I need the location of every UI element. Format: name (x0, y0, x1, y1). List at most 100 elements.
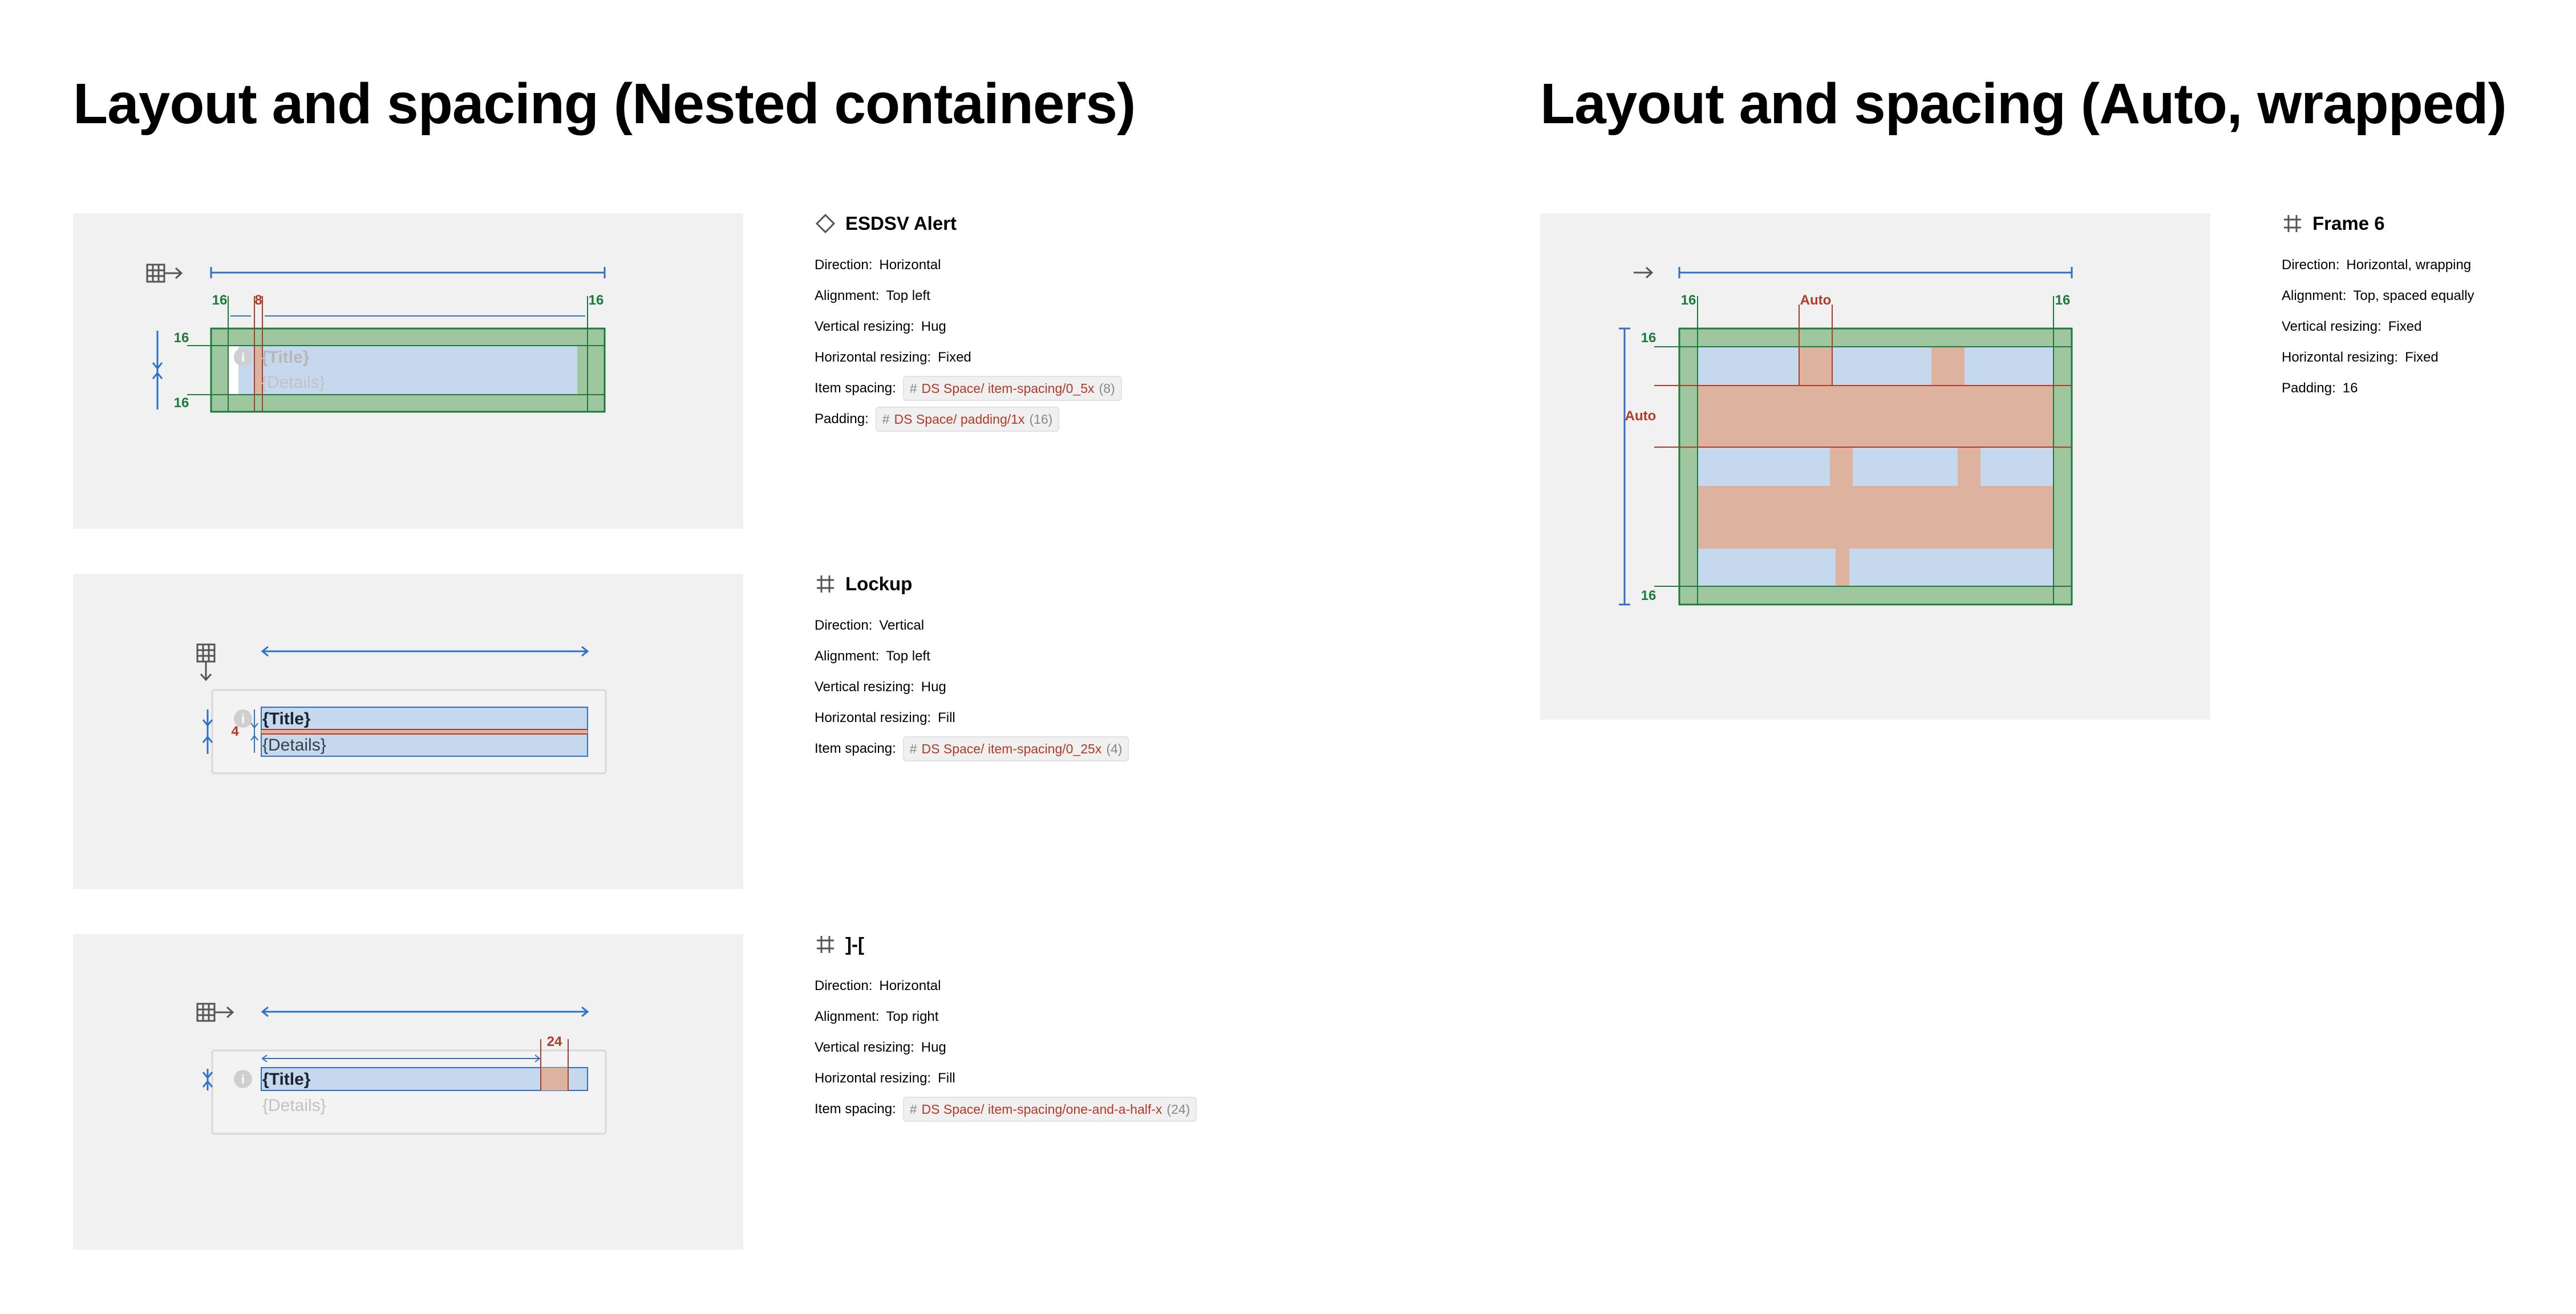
spec-frame-6: Frame 6 Direction:Horizontal, wrapping A… (2282, 211, 2567, 404)
spec-key: Padding: (2282, 380, 2336, 396)
token-name: DS Space/ item-spacing/0_5x (921, 380, 1095, 396)
spec-key: Vertical resizing: (815, 1040, 914, 1055)
spec-row-direction: Direction: Horizontal (815, 971, 1328, 1001)
spec-row-alignment: Alignment:Top, spaced equally (2282, 281, 2567, 311)
info-icon: i (234, 709, 252, 728)
spec-row-direction: Direction:Horizontal (815, 250, 1328, 281)
frame-hash-icon (817, 936, 834, 953)
token-name: DS Space/ item-spacing/0_25x (921, 741, 1102, 756)
spec-value: Fixed (2405, 350, 2439, 365)
vertical-hug-arrow (152, 331, 163, 409)
spacing-guides (1654, 305, 2072, 448)
padding-bottom-label: 16 (1641, 588, 1656, 603)
details-text: {Details} (262, 1096, 326, 1115)
spec-key: Direction: (815, 978, 873, 993)
spec-value: Fill (938, 1070, 955, 1086)
spec-value: Hug (921, 319, 946, 334)
design-token-chip[interactable]: #DS Space/ item-spacing/0_25x(4) (902, 736, 1129, 761)
item-spacing-label: 4 (231, 724, 239, 739)
spec-key: Vertical resizing: (815, 319, 914, 334)
spec-title: Frame 6 (2312, 213, 2385, 234)
lockup-diagram-panel: i {Title} {Details} 4 (73, 574, 743, 889)
spec-key: Horizontal resizing: (2282, 350, 2399, 365)
spec-row-direction: Direction:Horizontal, wrapping (2282, 250, 2567, 281)
design-token-chip[interactable]: #DS Space/ item-spacing/0_5x(8) (902, 376, 1122, 401)
spec-title: Lockup (845, 573, 913, 594)
title-row-area (261, 1067, 588, 1091)
alert-diagram: i {Title} {Details} 16 8 16 16 16 (146, 263, 606, 413)
item-spacing-gap (261, 729, 588, 734)
padding-right-label: 16 (589, 293, 604, 308)
title-text: {Title} (262, 709, 311, 728)
title-text: {Title} (262, 1070, 311, 1089)
hash-icon: # (909, 741, 917, 756)
spacing-guides (254, 296, 263, 412)
horizontal-direction-icon (146, 263, 183, 283)
svg-text:i: i (241, 1072, 245, 1086)
details-text: {Details} (261, 373, 325, 392)
spec-value: Fixed (938, 350, 971, 365)
spec-key: Vertical resizing: (815, 679, 914, 695)
wrapped-diagram-panel: 16 Auto 16 16 Auto 16 (1540, 213, 2210, 720)
spec-value: Top left (886, 648, 930, 664)
spec-key: Item spacing: (815, 741, 896, 756)
vertical-direction-icon (196, 643, 216, 682)
spec-row-alignment: Alignment: Top left (815, 641, 1328, 672)
spec-value: Horizontal (879, 978, 941, 993)
padding-left-label: 16 (212, 293, 228, 308)
spec-bracket: ]-[ Direction:Horizontal Alignment:Top r… (815, 932, 1328, 1125)
design-token-chip[interactable]: #DS Space/ padding/1x(16) (875, 407, 1060, 432)
design-token-chip[interactable]: #DS Space/ item-spacing/one-and-a-half-x… (902, 1097, 1197, 1122)
padding-guides (187, 296, 605, 412)
spec-row-alignment: Alignment:Top right (815, 1001, 1328, 1032)
token-value: (8) (1099, 380, 1115, 396)
spec-key: Direction: (815, 618, 873, 633)
spec-row-vertical-resizing: Vertical resizing:Hug (815, 672, 1328, 703)
spec-row-padding: Padding: #DS Space/ padding/1x(16) (815, 404, 1328, 435)
spec-key: Alignment: (815, 288, 880, 303)
horizontal-direction-icon (196, 1003, 234, 1022)
spec-value: Horizontal, wrapping (2346, 257, 2472, 273)
token-value: (16) (1029, 411, 1053, 427)
spec-key: Alignment: (815, 648, 880, 664)
spec-row-vertical-resizing: Vertical resizing: Hug (815, 311, 1328, 342)
horizontal-spacing-label: Auto (1800, 293, 1832, 308)
spec-row-vertical-resizing: Vertical resizing:Hug (815, 1032, 1328, 1063)
spec-value: Fill (938, 710, 955, 725)
spec-row-item-spacing: Item spacing: #DS Space/ item-spacing/0_… (815, 373, 1328, 404)
spec-value: Vertical (879, 618, 925, 633)
details-text: {Details} (262, 736, 326, 755)
component-diamond-icon (815, 213, 836, 234)
hash-icon: # (909, 1101, 917, 1117)
bracket-diagram-panel: i {Title} {Details} 24 (73, 934, 743, 1250)
arrow-right-icon (1634, 266, 1654, 279)
title-text: {Title} (261, 348, 310, 367)
padding-top-label: 16 (174, 330, 189, 346)
width-measure-line (210, 267, 606, 278)
spec-alert: ESDSV Alert Direction:Horizontal Alignme… (815, 211, 1328, 435)
spec-row-direction: Direction: Vertical (815, 610, 1328, 641)
spec-value: Fixed (2388, 319, 2422, 334)
item-spacing-gap (254, 346, 262, 395)
padding-guides (1654, 296, 2072, 605)
spec-row-horizontal-resizing: Horizontal resizing: Fixed (2282, 342, 2567, 373)
item-spacing-gap (541, 1068, 568, 1090)
spec-row-horizontal-resizing: Horizontal resizing:Fill (815, 703, 1328, 733)
spec-row-alignment: Alignment:Top left (815, 281, 1328, 311)
vertical-hug-arrow (202, 1069, 213, 1090)
hash-icon: # (882, 411, 890, 427)
heading-nested-containers: Layout and spacing (Nested containers) (73, 72, 1136, 136)
vertical-spacing-label: Auto (1625, 408, 1656, 424)
wrap-spacing-gaps (1698, 347, 2053, 586)
vertical-hug-arrow (202, 709, 213, 754)
spec-value: Top right (886, 1009, 939, 1024)
width-measure-line (1678, 267, 2073, 278)
spec-key: Horizontal resizing: (815, 1070, 931, 1086)
info-icon: i (234, 1070, 252, 1088)
bracket-diagram: i {Title} {Details} 24 (196, 1003, 607, 1135)
frame-hash-icon (817, 575, 834, 593)
spec-key: Item spacing: (815, 1101, 896, 1117)
heading-auto-wrapped: Layout and spacing (Auto, wrapped) (1540, 72, 2507, 136)
spec-key: Item spacing: (815, 380, 896, 396)
spec-value: Top, spaced equally (2353, 288, 2474, 303)
